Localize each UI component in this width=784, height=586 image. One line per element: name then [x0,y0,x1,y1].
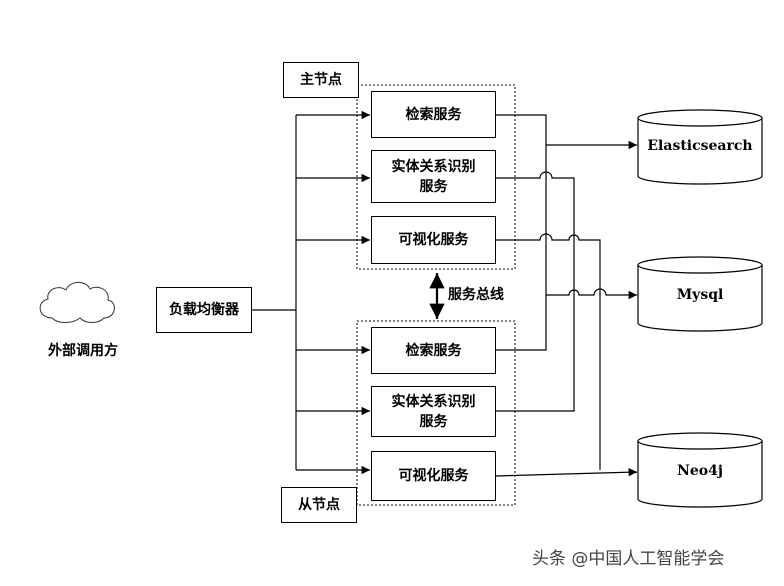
mysql-label: Mysql [676,287,724,303]
load-balancer-box: 负载均衡器 [156,287,252,333]
slave-node-label: 从节点 [281,487,357,523]
cloud-icon [39,281,115,323]
watermark-text: 头条 @中国人工智能学会 [532,549,725,569]
elasticsearch-label: Elasticsearch [647,138,753,154]
slave-visualization-service: 可视化服务 [371,451,496,501]
slave-search-service: 检索服务 [371,327,496,374]
slave-node-group [356,320,516,506]
entity-line1: 实体关系识别 [391,393,476,410]
service-bus-label: 服务总线 [448,287,504,303]
cylinder-icon [637,256,763,332]
cylinder-icon [637,109,763,185]
cylinder-icon [637,432,763,508]
master-entity-service: 实体关系识别 服务 [371,150,496,203]
master-search-service: 检索服务 [371,91,496,138]
entity-line2: 服务 [419,178,448,195]
master-node-group [356,84,516,270]
master-visualization-service: 可视化服务 [371,216,496,264]
neo4j-label: Neo4j [677,463,723,479]
entity-line2: 服务 [419,413,448,430]
entity-line1: 实体关系识别 [391,158,476,175]
external-caller-label: 外部调用方 [48,343,118,359]
master-node-label: 主节点 [283,62,359,98]
slave-entity-service: 实体关系识别 服务 [371,386,496,437]
connectors [252,110,638,477]
